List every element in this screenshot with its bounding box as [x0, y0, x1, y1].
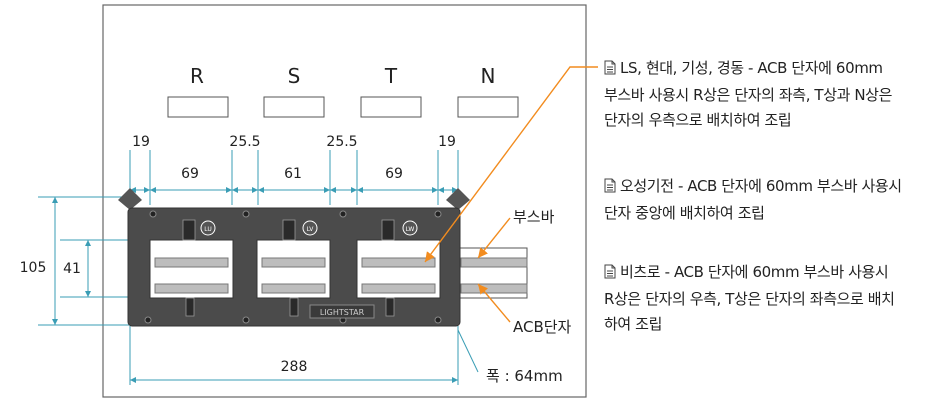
dim-slot-1: 69: [181, 166, 199, 182]
note-text: 하여 조립: [604, 315, 662, 333]
note-line: 오성기전 - ACB 단자에 60mm 부스바 사용시: [604, 174, 944, 201]
bottom-dimension-lines: [129, 326, 459, 385]
acb-terminal-label: ACB단자: [513, 318, 572, 336]
phase-label-s: S: [288, 64, 301, 88]
note-text: 비츠로 - ACB 단자에 60mm 부스바 사용시: [620, 263, 889, 281]
phase-box-t: [360, 96, 422, 118]
note-ls-hyundai: LS, 현대, 기성, 경동 - ACB 단자에 60mm 부스바 사용시 R상…: [604, 56, 944, 133]
note-vitzro: 비츠로 - ACB 단자에 60mm 부스바 사용시 R상은 단자의 우측, T…: [604, 260, 944, 337]
terminal-label-lw: LW: [406, 226, 415, 233]
dim-total-height: 105: [20, 260, 47, 276]
top-dimension-lines: [129, 150, 459, 205]
phase-label-t: T: [384, 64, 398, 88]
device-logo: LIGHTSTAR: [320, 308, 365, 317]
note-line: 비츠로 - ACB 단자에 60mm 부스바 사용시: [604, 260, 944, 287]
document-icon: [604, 58, 616, 83]
busbar-right: [458, 247, 528, 299]
dim-gap-2: 25.5: [326, 134, 357, 150]
panel-frame: [102, 4, 587, 398]
phase-box-r: [167, 96, 229, 118]
phase-box-n: [457, 96, 519, 118]
note-text: 부스바 사용시 R상은 단자의 좌측, T상과 N상은: [604, 86, 892, 104]
dim-inner-height: 41: [63, 261, 81, 277]
width-note: 폭 : 64mm: [486, 367, 563, 385]
phase-box-s: [263, 96, 325, 118]
note-text: LS, 현대, 기성, 경동 - ACB 단자에 60mm: [620, 59, 883, 77]
note-text: R상은 단자의 우측, T상은 단자의 좌측으로 배치: [604, 290, 895, 308]
dim-slot-3: 69: [385, 166, 403, 182]
note-text: 오성기전 - ACB 단자에 60mm 부스바 사용시: [620, 177, 902, 195]
document-icon: [604, 176, 616, 201]
acb-terminal-body: LU LV LW LIGHTSTAR: [118, 188, 470, 327]
terminal-label-lu: LU: [204, 226, 211, 233]
dim-gap-right: 19: [438, 134, 456, 150]
dim-gap-1: 25.5: [229, 134, 260, 150]
terminal-label-lv: LV: [307, 226, 315, 233]
note-line: LS, 현대, 기성, 경동 - ACB 단자에 60mm: [604, 56, 944, 83]
dim-slot-2: 61: [284, 166, 302, 182]
dim-total-width: 288: [281, 359, 308, 375]
phase-label-r: R: [190, 64, 204, 88]
note-text: 단자의 우측으로 배치하여 조립: [604, 111, 792, 129]
phase-label-n: N: [481, 64, 496, 88]
note-osung: 오성기전 - ACB 단자에 60mm 부스바 사용시 단자 중앙에 배치하여 …: [604, 174, 944, 226]
busbar-label: 부스바: [513, 208, 555, 226]
width-leader: [457, 329, 479, 373]
leader-lines: [424, 66, 598, 323]
dim-gap-left: 19: [132, 134, 150, 150]
note-text: 단자 중앙에 배치하여 조립: [604, 204, 765, 222]
document-icon: [604, 262, 616, 287]
